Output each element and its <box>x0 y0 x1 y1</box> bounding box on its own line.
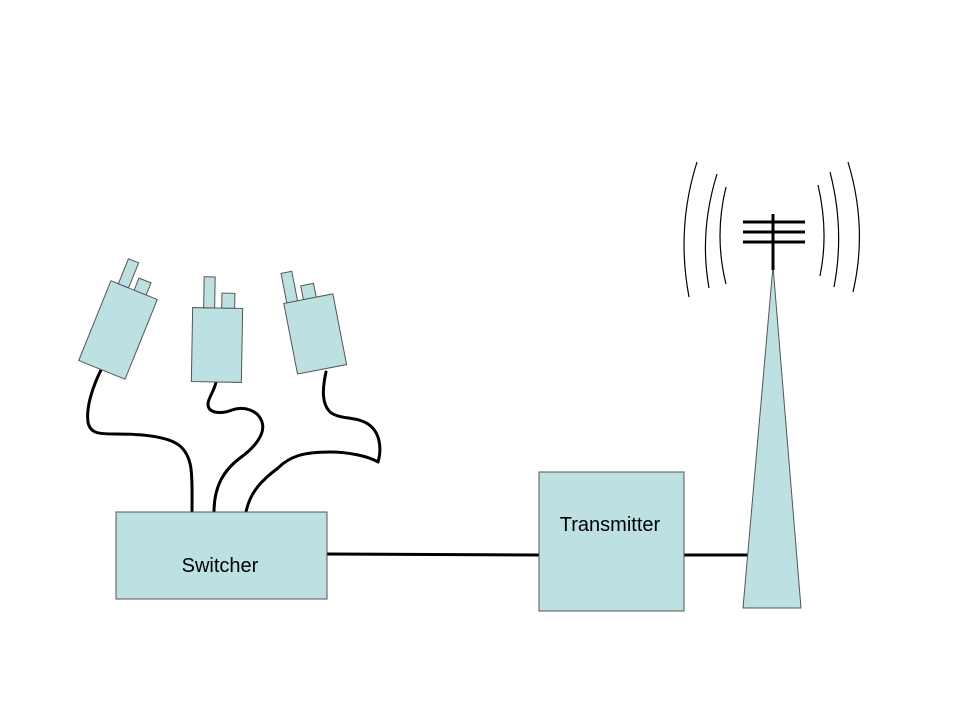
connection-lines <box>326 552 748 557</box>
transmitter-box <box>538 471 685 612</box>
tower-body <box>742 265 802 609</box>
signal-wave-left-middle <box>704 173 718 289</box>
antenna-tower <box>683 161 861 609</box>
signal-wave-left-outer <box>683 161 698 298</box>
camera-3-viewfinder <box>300 282 317 301</box>
transmitter-label: Transmitter <box>560 514 661 536</box>
signal-wave-right-inner <box>817 184 825 277</box>
signal-wave-right-outer <box>847 161 861 293</box>
cable-camera-3 <box>244 370 382 514</box>
camera-1-viewfinder <box>133 277 152 296</box>
cable-camera-2 <box>206 380 265 514</box>
camera-3-body <box>283 293 348 375</box>
camera-3 <box>280 270 348 375</box>
camera-2-lens <box>203 276 216 309</box>
camera-1-body <box>78 280 158 380</box>
camera-2-viewfinder <box>221 292 236 309</box>
camera-1 <box>78 258 158 380</box>
camera-1-lens <box>117 258 140 289</box>
switcher-label: Switcher <box>182 555 259 577</box>
signal-wave-right-middle <box>829 171 840 288</box>
camera-3-lens <box>280 270 299 304</box>
switcher-to-transmitter-line <box>326 552 540 557</box>
camera-cables <box>86 368 382 514</box>
antenna-crossbars <box>743 220 805 244</box>
camera-2-body <box>190 307 244 383</box>
cable-camera-1 <box>86 368 194 514</box>
switcher-box <box>115 511 328 600</box>
signal-wave-left-inner <box>719 186 727 285</box>
camera-2 <box>190 276 244 383</box>
signal-waves <box>683 161 861 298</box>
